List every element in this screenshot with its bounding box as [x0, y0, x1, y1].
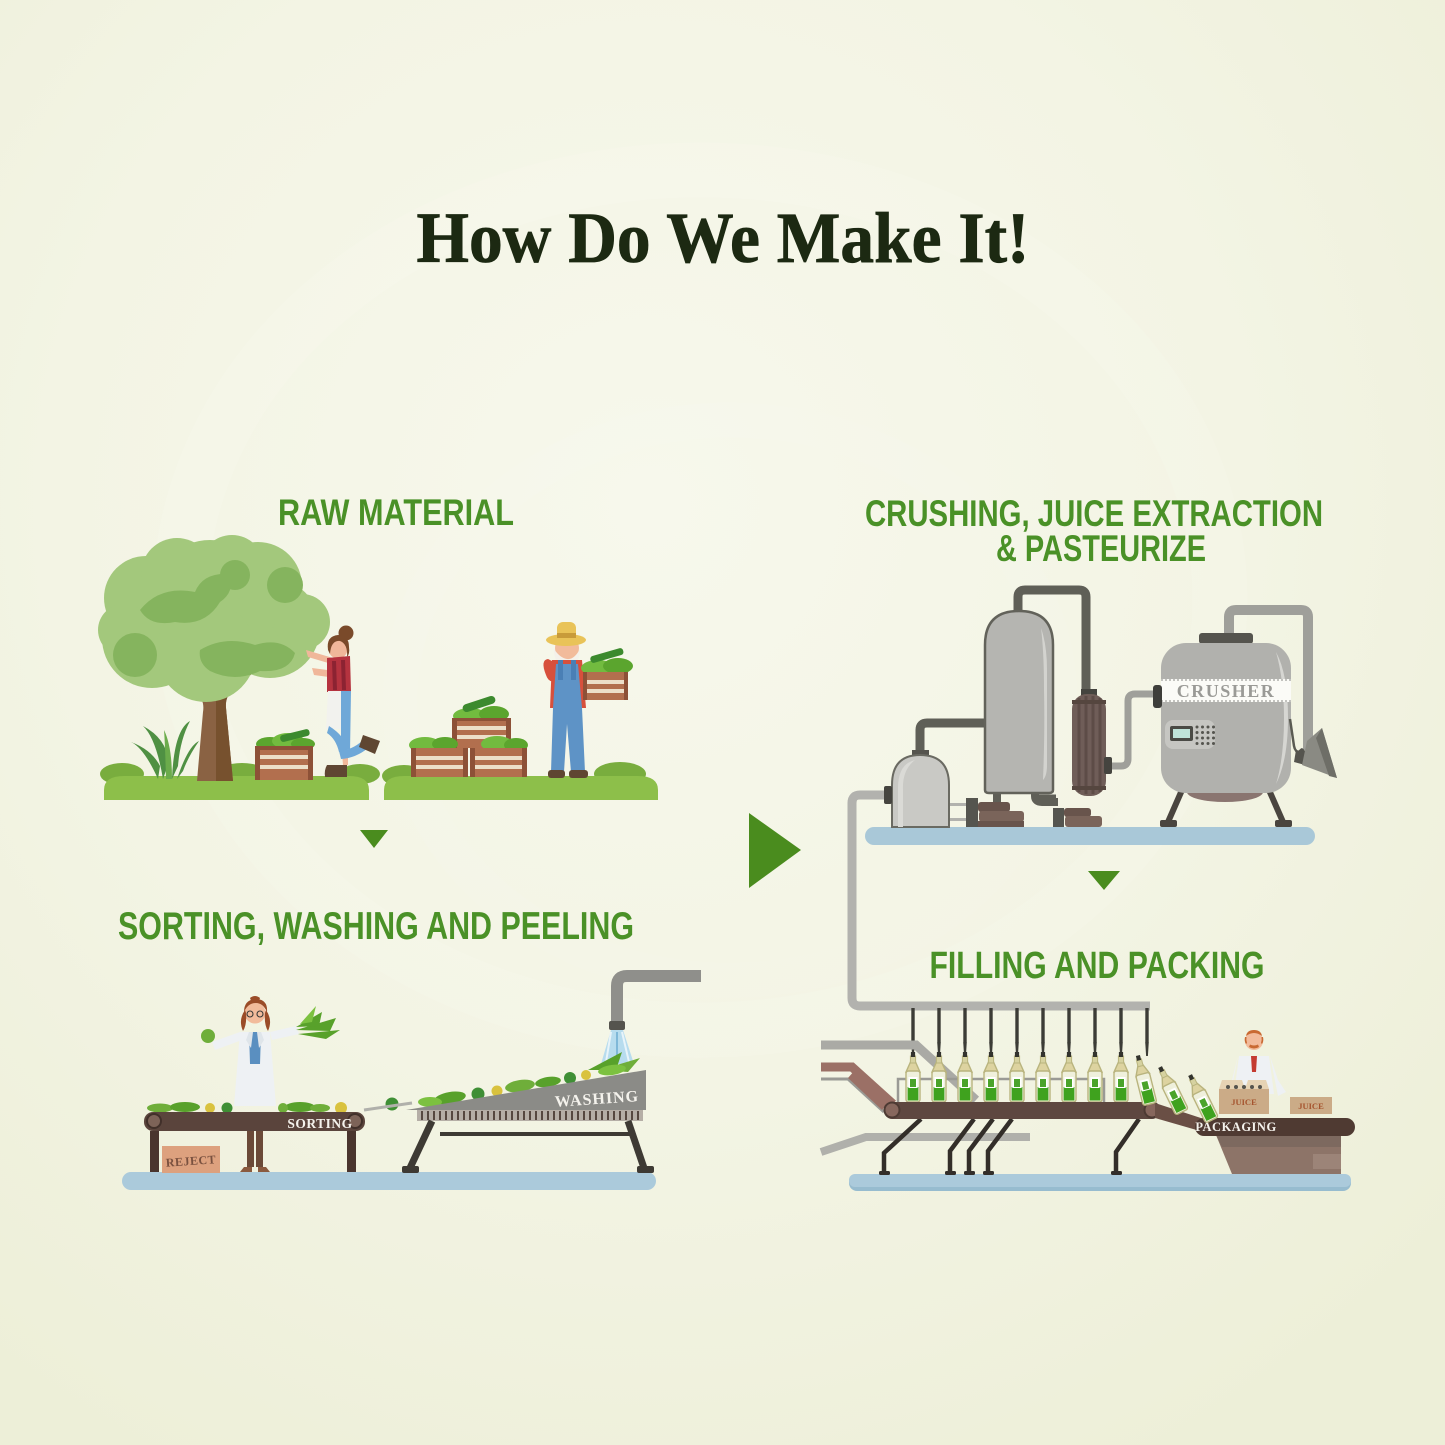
svg-text:JUICE: JUICE [1231, 1097, 1257, 1107]
svg-text:FILLING AND PACKING: FILLING AND PACKING [930, 945, 1265, 987]
svg-text:JUICE: JUICE [1298, 1101, 1324, 1111]
svg-text:& PASTEURIZE: & PASTEURIZE [996, 528, 1206, 569]
svg-text:CRUSHING, JUICE EXTRACTION: CRUSHING, JUICE EXTRACTION [865, 493, 1323, 534]
svg-text:RAW MATERIAL: RAW MATERIAL [278, 492, 514, 533]
svg-text:WASHING: WASHING [554, 1088, 639, 1111]
svg-text:CRUSHER: CRUSHER [1177, 681, 1276, 701]
svg-text:PACKAGING: PACKAGING [1195, 1120, 1276, 1134]
svg-text:SORTING, WASHING AND PEELING: SORTING, WASHING AND PEELING [118, 905, 634, 948]
svg-text:SORTING: SORTING [287, 1116, 352, 1131]
svg-text:REJECT: REJECT [165, 1152, 216, 1169]
svg-text:How Do We Make It!: How Do We Make It! [417, 198, 1030, 278]
